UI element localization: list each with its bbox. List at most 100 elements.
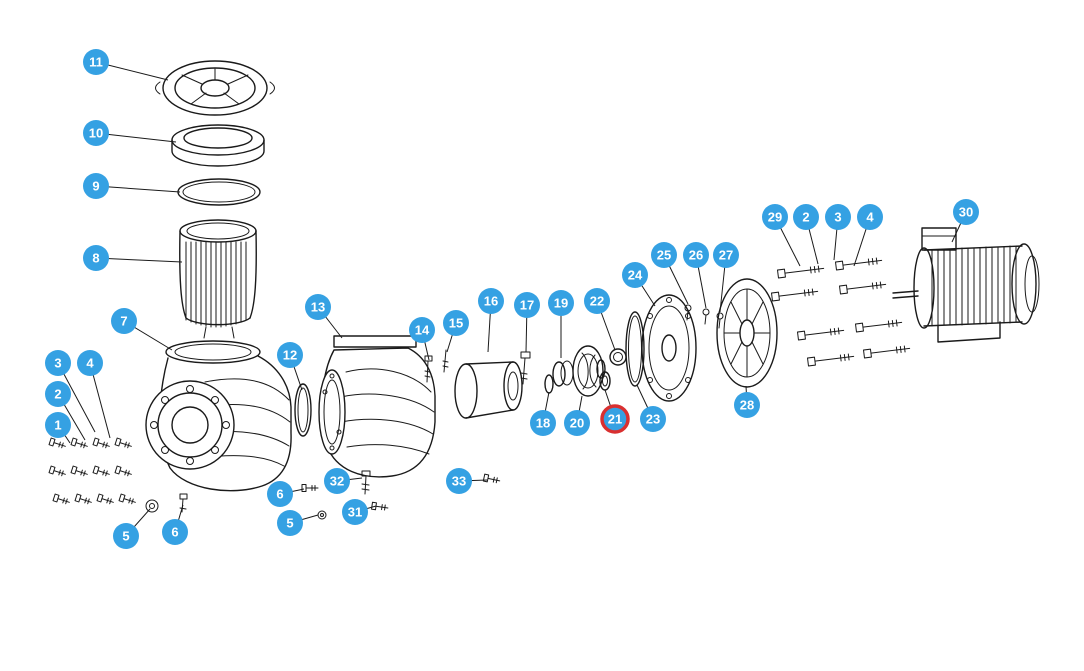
callout-circle[interactable] (277, 510, 303, 536)
callout-circle[interactable] (305, 294, 331, 320)
callout-23[interactable]: 23 (636, 384, 666, 432)
callout-circle[interactable] (77, 350, 103, 376)
callout-12[interactable]: 12 (277, 342, 303, 391)
callout-number: 21 (608, 412, 622, 427)
callout-circle[interactable] (83, 173, 109, 199)
callout-25[interactable]: 25 (651, 242, 689, 305)
callout-circle[interactable] (683, 242, 709, 268)
callout-15[interactable]: 15 (443, 310, 469, 353)
callout-24[interactable]: 24 (622, 262, 656, 307)
plate-fasteners-drawing (684, 304, 724, 329)
callout-5[interactable]: 5 (113, 508, 151, 549)
callout-number: 27 (719, 248, 733, 263)
seal-plate-drawing (641, 294, 697, 402)
callout-number: 28 (740, 398, 754, 413)
shaft-sleeve-drawing (544, 374, 554, 394)
callout-circle[interactable] (324, 468, 350, 494)
callout-13[interactable]: 13 (305, 294, 343, 339)
callout-circle[interactable] (83, 120, 109, 146)
callout-number: 11 (89, 55, 103, 70)
callout-8[interactable]: 8 (83, 245, 183, 271)
callout-leader-line (95, 132, 177, 143)
callout-circle[interactable] (548, 290, 574, 316)
callout-9[interactable]: 9 (83, 173, 181, 199)
callout-26[interactable]: 26 (683, 242, 709, 309)
callout-30[interactable]: 30 (951, 199, 979, 243)
callout-circle[interactable] (162, 519, 188, 545)
callout-21-highlighted[interactable]: 21 (600, 389, 630, 434)
callout-circle[interactable] (530, 410, 556, 436)
callout-circle[interactable] (83, 245, 109, 271)
callout-circle[interactable] (446, 468, 472, 494)
callout-circle[interactable] (111, 308, 137, 334)
callout-27[interactable]: 27 (713, 242, 739, 313)
callout-number: 10 (89, 126, 103, 141)
callout-circle[interactable] (622, 262, 648, 288)
callout-29[interactable]: 29 (762, 204, 801, 267)
callout-2[interactable]: 2 (793, 204, 819, 265)
callout-31[interactable]: 31 (342, 499, 377, 525)
callout-4[interactable]: 4 (853, 204, 883, 267)
callout-32[interactable]: 32 (324, 468, 363, 494)
callout-circle[interactable] (762, 204, 788, 230)
callout-10[interactable]: 10 (83, 120, 177, 146)
callout-number: 2 (802, 210, 809, 225)
callout-1[interactable]: 1 (45, 412, 71, 444)
lid-o-ring-drawing (177, 178, 261, 206)
callout-circle[interactable] (478, 288, 504, 314)
callout-circle[interactable] (342, 499, 368, 525)
callout-circle[interactable] (514, 292, 540, 318)
callout-circle[interactable] (45, 350, 71, 376)
callout-6[interactable]: 6 (162, 504, 188, 545)
callout-circle[interactable] (584, 288, 610, 314)
callout-4[interactable]: 4 (77, 350, 111, 439)
diffuser-screw-drawing (520, 351, 531, 385)
callout-18[interactable]: 18 (530, 391, 556, 436)
callout-number: 22 (590, 294, 604, 309)
callout-number: 2 (54, 387, 61, 402)
callout-circle[interactable] (564, 410, 590, 436)
callout-28[interactable]: 28 (734, 385, 760, 418)
callout-circle[interactable] (45, 412, 71, 438)
callout-circle[interactable] (443, 310, 469, 336)
seal-plate-o-ring-drawing (625, 311, 645, 387)
callout-5[interactable]: 5 (277, 510, 319, 536)
callout-19[interactable]: 19 (548, 290, 574, 358)
callout-2[interactable]: 2 (45, 381, 86, 441)
callout-7[interactable]: 7 (111, 308, 173, 351)
callout-33[interactable]: 33 (446, 468, 488, 494)
lid-drawing (171, 124, 265, 167)
impeller-drawing (572, 345, 611, 397)
callout-circle[interactable] (825, 204, 851, 230)
callout-circle[interactable] (83, 49, 109, 75)
callout-circle[interactable] (651, 242, 677, 268)
callout-circle[interactable] (113, 523, 139, 549)
callout-number: 32 (330, 474, 344, 489)
callout-circle[interactable] (734, 392, 760, 418)
callout-circle[interactable] (267, 481, 293, 507)
callout-16[interactable]: 16 (478, 288, 504, 353)
callout-leader-line (95, 257, 183, 263)
callout-circle[interactable] (953, 199, 979, 225)
callout-circle[interactable] (45, 381, 71, 407)
callout-14[interactable]: 14 (409, 317, 435, 361)
callout-number: 8 (92, 251, 99, 266)
callout-circle[interactable] (277, 342, 303, 368)
callout-3[interactable]: 3 (45, 350, 96, 433)
callout-circle[interactable] (409, 317, 435, 343)
callout-circle[interactable] (857, 204, 883, 230)
callout-22[interactable]: 22 (584, 288, 616, 351)
callout-20[interactable]: 20 (564, 395, 590, 436)
callout-circle-highlighted[interactable] (600, 404, 630, 434)
callout-circle[interactable] (793, 204, 819, 230)
callout-number: 7 (120, 314, 127, 329)
callout-3[interactable]: 3 (825, 204, 851, 261)
callout-17[interactable]: 17 (514, 292, 540, 353)
callout-number: 12 (283, 348, 297, 363)
callout-11[interactable]: 11 (83, 49, 169, 81)
callout-number: 3 (54, 356, 61, 371)
callout-circle[interactable] (640, 406, 666, 432)
callout-6[interactable]: 6 (267, 481, 305, 507)
callout-circle[interactable] (713, 242, 739, 268)
